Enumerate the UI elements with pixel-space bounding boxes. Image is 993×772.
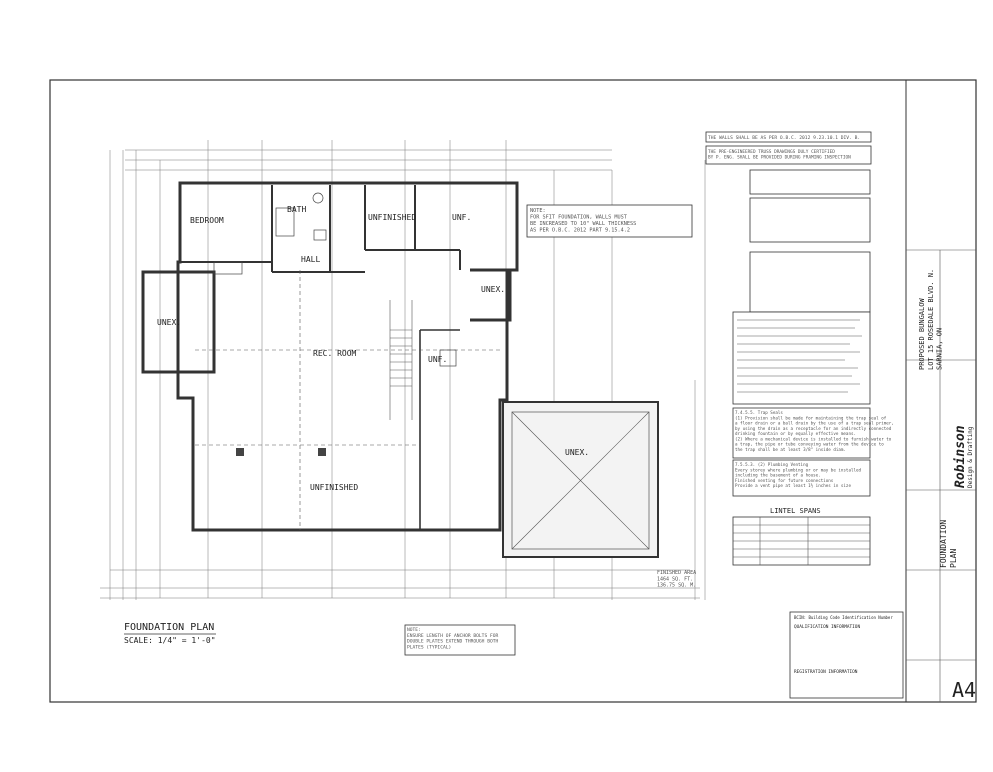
text-line: 7.5.5.3. (2) Plumbing Venting bbox=[735, 462, 809, 467]
room-label-unfinished-top: UNFINISHED bbox=[368, 213, 416, 222]
room-label-rec-room: REC. ROOM bbox=[313, 349, 357, 358]
toilet-fixture bbox=[312, 192, 324, 204]
text-line: FINISHED AREA bbox=[657, 570, 696, 576]
firm-logo-name: Robinson bbox=[953, 425, 968, 488]
text-line: Provide a vent pipe at least 1½ inches i… bbox=[735, 483, 851, 488]
qualification-title: QUALIFICATION INFORMATION bbox=[794, 624, 860, 630]
text-line: NOTE: bbox=[407, 627, 421, 633]
room-label-unex-left: UNEX. bbox=[157, 318, 181, 327]
room-label-unf-top: UNF. bbox=[452, 213, 471, 222]
text-line: PROPOSED BUNGALOW bbox=[918, 298, 926, 370]
text-line: THE PRE-ENGINEERED TRUSS DRAWINGS DULY C… bbox=[708, 149, 835, 155]
room-label-hall: HALL bbox=[301, 255, 320, 264]
code-notes-column bbox=[732, 169, 871, 405]
text-line: (1) Provision shall be made for maintain… bbox=[735, 415, 887, 420]
garage-diagonal bbox=[511, 411, 650, 550]
room-label-unf-mid: UNF. bbox=[428, 355, 447, 364]
text-line: THE WALLS SHALL BE AS PER O.B.C. 2012 9.… bbox=[708, 135, 860, 141]
column bbox=[236, 448, 244, 456]
lintel-spans-table: LINTEL SPANS bbox=[732, 507, 871, 566]
text-line: 1464 SQ. FT. bbox=[657, 576, 693, 582]
walls-note-box: THE WALLS SHALL BE AS PER O.B.C. 2012 9.… bbox=[705, 131, 872, 143]
unex-left-walls bbox=[141, 270, 216, 374]
text-line: SARNIA, ON bbox=[936, 328, 944, 370]
closet bbox=[213, 261, 243, 275]
text-line: BE INCREASED TO 10" WALL THICKNESS bbox=[530, 221, 636, 227]
firm-logo-sub: Design & Drafting bbox=[967, 426, 974, 488]
text-line: a floor drain or a ball drain by the use… bbox=[735, 421, 894, 426]
room-label-bath: BATH bbox=[287, 205, 306, 214]
plan-title: FOUNDATION PLAN bbox=[124, 622, 214, 633]
text-line: BY P. ENG. SHALL BE PROVIDED DURING FRAM… bbox=[708, 155, 851, 161]
text-line: PLATES (TYPICAL) bbox=[407, 644, 451, 650]
title-block-frame bbox=[905, 79, 977, 703]
text-line: (2) Where a mechanical device is install… bbox=[735, 436, 892, 441]
furnace bbox=[439, 349, 457, 367]
text-line: AS PER O.B.C. 2012 PART 9.15.4.2 bbox=[530, 228, 630, 234]
text-line: drinking fountain or by equally effectiv… bbox=[735, 431, 856, 436]
plan-scale: SCALE: 1/4" = 1'-0" bbox=[124, 636, 216, 645]
bath-fixture bbox=[275, 207, 295, 237]
text-line: ENSURE LENGTH OF ANCHOR BOLTS FOR bbox=[407, 633, 499, 639]
title-block: PROPOSED BUNGALOWLOT 15 ROSEDALE BLVD. N… bbox=[789, 249, 976, 702]
room-label-bedroom: BEDROOM bbox=[190, 216, 224, 225]
stair bbox=[390, 329, 412, 387]
truss-note-box: THE PRE-ENGINEERED TRUSS DRAWINGS DULY C… bbox=[705, 145, 872, 165]
text-line: including the basement of a house. bbox=[735, 473, 821, 478]
bcin-title: BCIN: Building Code Identification Numbe… bbox=[794, 615, 893, 620]
text-line: a trap, the pipe or tube conveying water… bbox=[735, 442, 884, 447]
trap-seals-box: 7.4.5.5. Trap Seals(1) Provision shall b… bbox=[732, 407, 894, 459]
text-line: the trap shall be at least 3/8" inside d… bbox=[735, 447, 846, 452]
text-line: Finished venting for future connections bbox=[735, 478, 834, 483]
text-line: 7.4.5.5. Trap Seals bbox=[735, 410, 783, 415]
text-line: NOTE: bbox=[530, 208, 546, 214]
trap-seals-note: 7.4.5.5. Trap Seals(1) Provision shall b… bbox=[735, 410, 894, 452]
registration-title: REGISTRATION INFORMATION bbox=[794, 669, 858, 675]
garage-inner bbox=[511, 411, 650, 550]
lintel-title: LINTEL SPANS bbox=[770, 507, 821, 515]
truss-note: THE PRE-ENGINEERED TRUSS DRAWINGS DULY C… bbox=[708, 149, 851, 161]
text-line: Every storey where plumbing or or may be… bbox=[735, 467, 862, 472]
text-line: FOUNDATION bbox=[939, 520, 948, 568]
walls-note: THE WALLS SHALL BE AS PER O.B.C. 2012 9.… bbox=[708, 135, 860, 141]
unex-right-walls bbox=[470, 268, 512, 322]
room-label-unex-garage: UNEX. bbox=[565, 448, 589, 457]
text-line: DOUBLE PLATES EXTEND THROUGH BOTH bbox=[407, 639, 499, 645]
text-line: FOR SFIT FOUNDATION, WALLS MUST bbox=[530, 215, 627, 221]
room-label-unfinished-bottom: UNFINISHED bbox=[310, 483, 358, 492]
sheet-title: FOUNDATIONPLAN bbox=[939, 520, 958, 568]
sink-fixture bbox=[313, 229, 327, 241]
foundation-outline bbox=[176, 181, 519, 532]
sheet-number: A4 bbox=[952, 678, 976, 702]
interior-walls bbox=[180, 185, 461, 530]
text-line: PLAN bbox=[949, 549, 958, 568]
garage-footprint bbox=[502, 401, 659, 558]
text-line: by using the drain as a receptacle for a… bbox=[735, 426, 892, 431]
column bbox=[318, 448, 326, 456]
text-line: 136.75 SQ. M. bbox=[657, 583, 696, 589]
room-label-unex-right: UNEX. bbox=[481, 285, 505, 294]
project-name: PROPOSED BUNGALOWLOT 15 ROSEDALE BLVD. N… bbox=[918, 269, 944, 370]
text-line: LOT 15 ROSEDALE BLVD. N. bbox=[927, 269, 935, 370]
